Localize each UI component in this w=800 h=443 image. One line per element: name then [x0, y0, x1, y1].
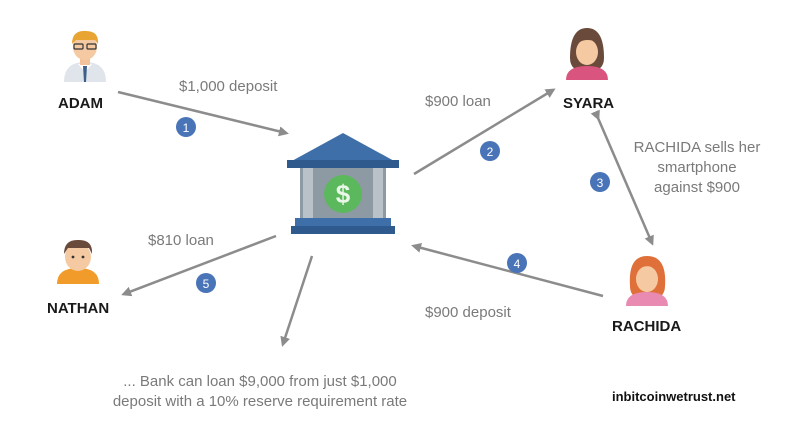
- arrow-bank-to-nathan: [121, 234, 277, 297]
- step-badge-5-label: 5: [203, 277, 210, 291]
- step-badge-3-label: 3: [597, 176, 604, 190]
- label-rachida-sells-line3: against $900: [654, 179, 740, 196]
- label-adam-deposit: $1,000 deposit: [179, 78, 278, 95]
- rachida-avatar-icon: [626, 256, 668, 306]
- person-label-syara: SYARA: [563, 95, 615, 112]
- arrow-bank-to-conclusion: [280, 255, 314, 347]
- syara-avatar-icon: [566, 28, 608, 80]
- label-rachida-sells-line2: smartphone: [657, 159, 737, 176]
- step-badge-1-label: 1: [183, 121, 190, 135]
- step-badge-2: 2: [480, 141, 500, 161]
- conclusion-line2: deposit with a 10% reserve requirement r…: [112, 393, 408, 410]
- svg-text:$: $: [336, 179, 351, 209]
- label-nathan-loan: $810 loan: [148, 232, 214, 249]
- conclusion-text: ... Bank can loan $9,000 from just $1,00…: [80, 372, 440, 412]
- conclusion-line1: ... Bank can loan $9,000 from just $1,00…: [123, 373, 397, 390]
- label-rachida-deposit: $900 deposit: [425, 304, 511, 321]
- label-syara-loan: $900 loan: [425, 93, 491, 110]
- step-badge-4: 4: [507, 253, 527, 273]
- step-badge-2-label: 2: [487, 145, 494, 159]
- step-badge-3: 3: [590, 172, 610, 192]
- person-label-rachida: RACHIDA: [612, 318, 682, 335]
- arrow-syara-to-rachida: [590, 109, 654, 246]
- bank-icon: $: [287, 133, 399, 234]
- arrow-rachida-to-bank: [411, 242, 604, 298]
- step-badge-4-label: 4: [514, 257, 521, 271]
- source-credit: inbitcoinwetrust.net: [612, 389, 736, 404]
- label-rachida-sells: RACHIDA sells her smartphone against $90…: [620, 138, 774, 198]
- dollar-coin-icon: $: [324, 175, 362, 213]
- arrow-bank-to-syara: [413, 88, 556, 176]
- nathan-avatar-icon: [57, 239, 99, 284]
- label-rachida-sells-line1: RACHIDA sells her: [633, 139, 761, 156]
- person-label-adam: ADAM: [58, 95, 103, 112]
- adam-avatar-icon: [64, 30, 106, 82]
- arrow-adam-to-bank: [117, 90, 289, 137]
- step-badge-1: 1: [176, 117, 196, 137]
- person-label-nathan: NATHAN: [47, 300, 110, 317]
- step-badge-5: 5: [196, 273, 216, 293]
